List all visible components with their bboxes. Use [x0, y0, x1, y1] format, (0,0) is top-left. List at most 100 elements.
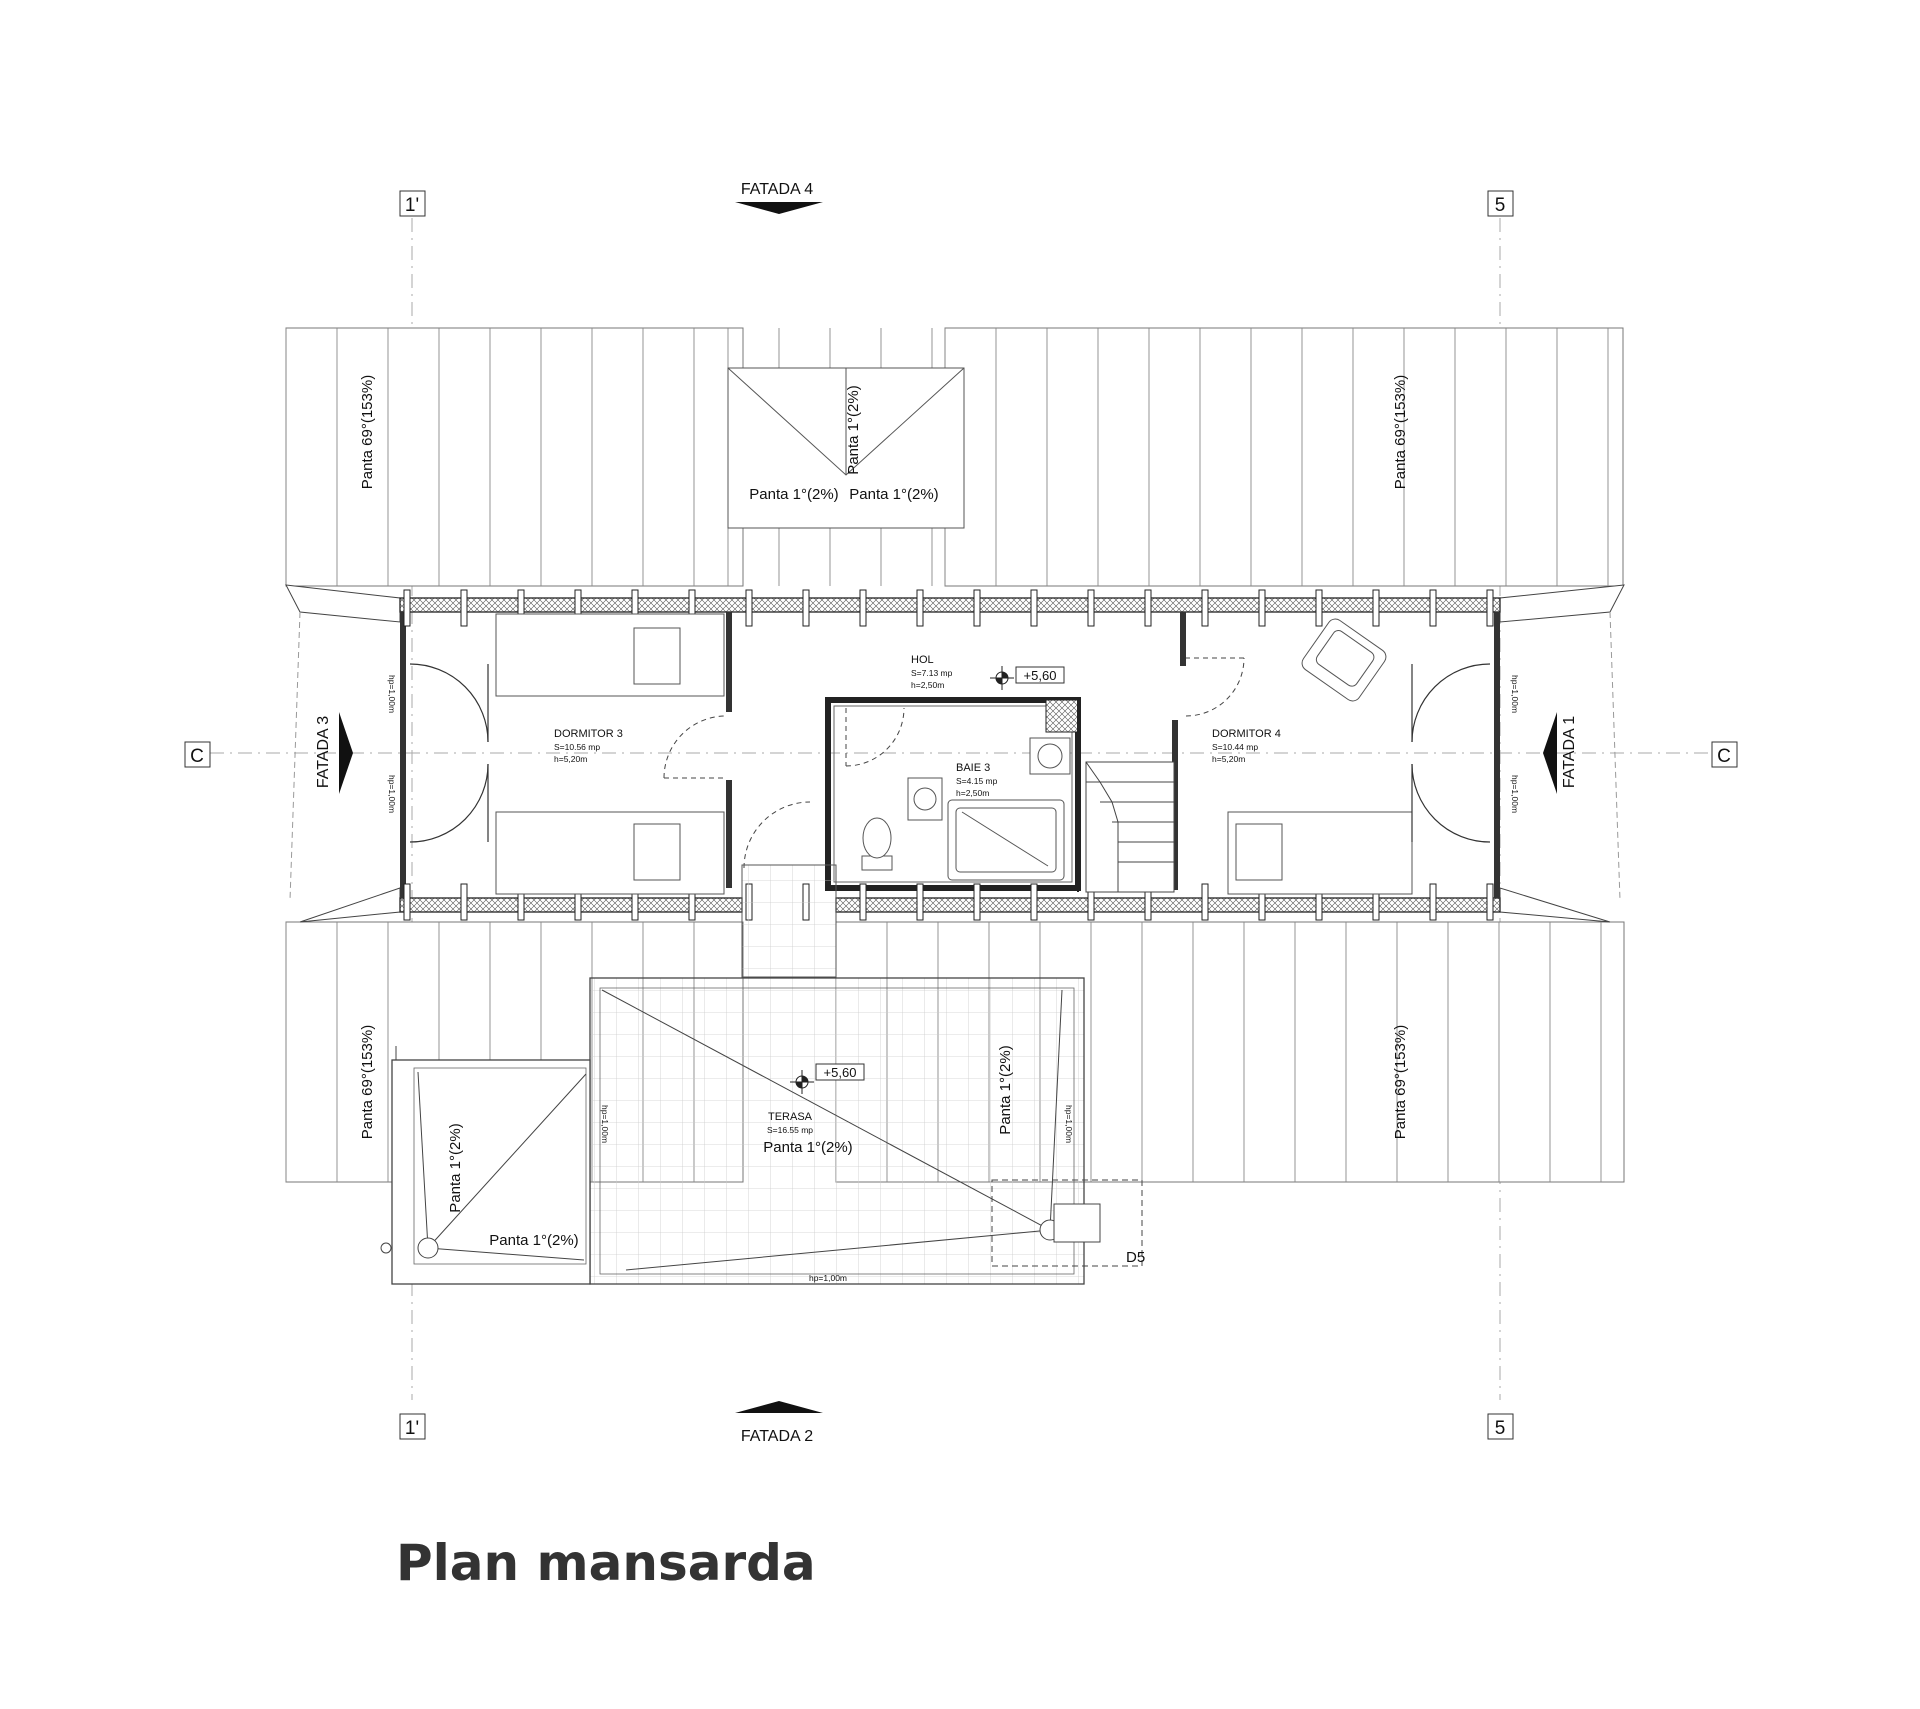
level-marker-terasa: +5,60 [790, 1063, 865, 1094]
parapet-label: hp=1,00m [1510, 775, 1520, 813]
room-label-terasa: TERASA S=16.55 mp [767, 1111, 813, 1135]
wall-post [1258, 589, 1266, 627]
facade-arrow-icon [339, 712, 353, 794]
wall-post [1144, 589, 1152, 627]
svg-text:h=5,20m: h=5,20m [1212, 754, 1245, 764]
attic-building [285, 584, 1625, 923]
room-label-dormitor4: DORMITOR 4 S=10.44 mp h=5,20m [1212, 728, 1281, 764]
wall-post [1315, 589, 1323, 627]
terrace [380, 864, 1143, 1285]
parapet-label: hp=1,00m [600, 1105, 610, 1143]
parapet-label: hp=1,00m [387, 675, 397, 713]
slope-label-balcony-vertical: Panta 1°(2%) [447, 1123, 464, 1212]
wall-post [916, 589, 924, 627]
wall-post [1087, 589, 1095, 627]
staircase [1077, 700, 1175, 893]
facade-label: FATADA 2 [741, 1428, 813, 1445]
slope-label-nw: Panta 69°(153%) [359, 375, 376, 489]
facade-label: FATADA 4 [741, 181, 813, 198]
wall-post [1429, 589, 1437, 627]
room-label-baie3: BAIE 3 S=4.15 mp h=2,50m [956, 762, 998, 798]
room-label-hol: HOL S=7.13 mp h=2,50m [911, 654, 953, 690]
roof-plane-ne [944, 327, 1624, 587]
parapet-label: hp=1,00m [387, 775, 397, 813]
slope-label-dormer-vertical: Panta 1°(2%) [845, 385, 862, 474]
svg-text:S=10.56 mp: S=10.56 mp [554, 742, 600, 752]
wall-post [1201, 589, 1209, 627]
axis-label: 1' [405, 195, 419, 216]
wall-post [859, 589, 867, 627]
axis-marker-top-right: 5 [1487, 190, 1514, 217]
level-value: +5,60 [1024, 668, 1057, 683]
wall-post [1030, 883, 1038, 921]
wall-post [460, 883, 468, 921]
section-label: C [1717, 746, 1731, 767]
armchair-icon [1301, 618, 1387, 702]
wall-post [916, 883, 924, 921]
wall-post [859, 883, 867, 921]
axis-label: 1' [405, 1418, 419, 1439]
section-marker-left: C [184, 741, 211, 768]
svg-text:BAIE 3: BAIE 3 [956, 762, 990, 774]
slope-label-dormer-right: Panta 1°(2%) [849, 486, 938, 503]
slope-label-balcony-horizontal: Panta 1°(2%) [489, 1232, 578, 1249]
detail-callout: D5 [1126, 1249, 1145, 1266]
slope-label-terrace-main: Panta 1°(2%) [763, 1139, 852, 1156]
bed-dormitor3-top [495, 613, 725, 697]
wall-post [973, 589, 981, 627]
svg-text:S=16.55 mp: S=16.55 mp [767, 1125, 813, 1135]
window-swings [409, 663, 1491, 843]
section-label: C [190, 746, 204, 767]
bed-dormitor3-bottom [495, 811, 725, 895]
wall-post [802, 589, 810, 627]
dormer-north [727, 367, 965, 529]
axis-marker-top-left: 1' [399, 190, 426, 217]
facade-arrow-icon [1543, 712, 1557, 794]
facade-label: FATADA 1 [1561, 716, 1578, 788]
slope-label-terrace-vertical: Panta 1°(2%) [997, 1045, 1014, 1134]
axis-label: 5 [1495, 1418, 1506, 1439]
bed-dormitor4-bottom [1227, 811, 1413, 895]
wall-post [1486, 883, 1494, 921]
wall-post [1201, 883, 1209, 921]
svg-text:h=5,20m: h=5,20m [554, 754, 587, 764]
wall-post [1030, 589, 1038, 627]
wall-post [1429, 883, 1437, 921]
svg-text:h=2,50m: h=2,50m [911, 680, 944, 690]
washer-icon [907, 777, 943, 821]
toilet-icon [861, 817, 893, 871]
wall-post [1372, 589, 1380, 627]
wall-post [1486, 589, 1494, 627]
room-label-dormitor3: DORMITOR 3 S=10.56 mp h=5,20m [554, 728, 623, 764]
facade-arrow-icon [735, 202, 823, 214]
level-marker-hol: +5,60 [990, 666, 1065, 690]
svg-text:HOL: HOL [911, 654, 934, 666]
facade-arrow-icon [735, 1401, 823, 1413]
facade-label: FATADA 3 [315, 716, 332, 788]
sink-icon [1029, 737, 1071, 775]
facade-marker-top: FATADA 4 [735, 181, 823, 214]
svg-text:S=7.13 mp: S=7.13 mp [911, 668, 953, 678]
roof-plane-nw [285, 327, 744, 587]
slope-label-sw: Panta 69°(153%) [359, 1025, 376, 1139]
wall-post [460, 589, 468, 627]
level-value: +5,60 [824, 1065, 857, 1080]
parapet-label: hp=1,00m [1064, 1105, 1074, 1143]
slope-label-ne: Panta 69°(153%) [1392, 375, 1409, 489]
section-marker-right: C [1711, 741, 1738, 768]
wall-post [403, 883, 411, 921]
svg-text:h=2,50m: h=2,50m [956, 788, 989, 798]
facade-marker-left: FATADA 3 [315, 712, 353, 794]
door-swings [663, 657, 1245, 869]
svg-text:S=10.44 mp: S=10.44 mp [1212, 742, 1258, 752]
svg-text:DORMITOR 3: DORMITOR 3 [554, 728, 623, 740]
svg-text:DORMITOR 4: DORMITOR 4 [1212, 728, 1281, 740]
parapet-label: hp=1,00m [809, 1273, 847, 1283]
axis-marker-bottom-left: 1' [399, 1413, 426, 1440]
slope-label-dormer-left: Panta 1°(2%) [749, 486, 838, 503]
wall-post [745, 589, 753, 627]
wall-post [403, 589, 411, 627]
axis-marker-bottom-right: 5 [1487, 1413, 1514, 1440]
facade-marker-bottom: FATADA 2 [735, 1401, 823, 1445]
